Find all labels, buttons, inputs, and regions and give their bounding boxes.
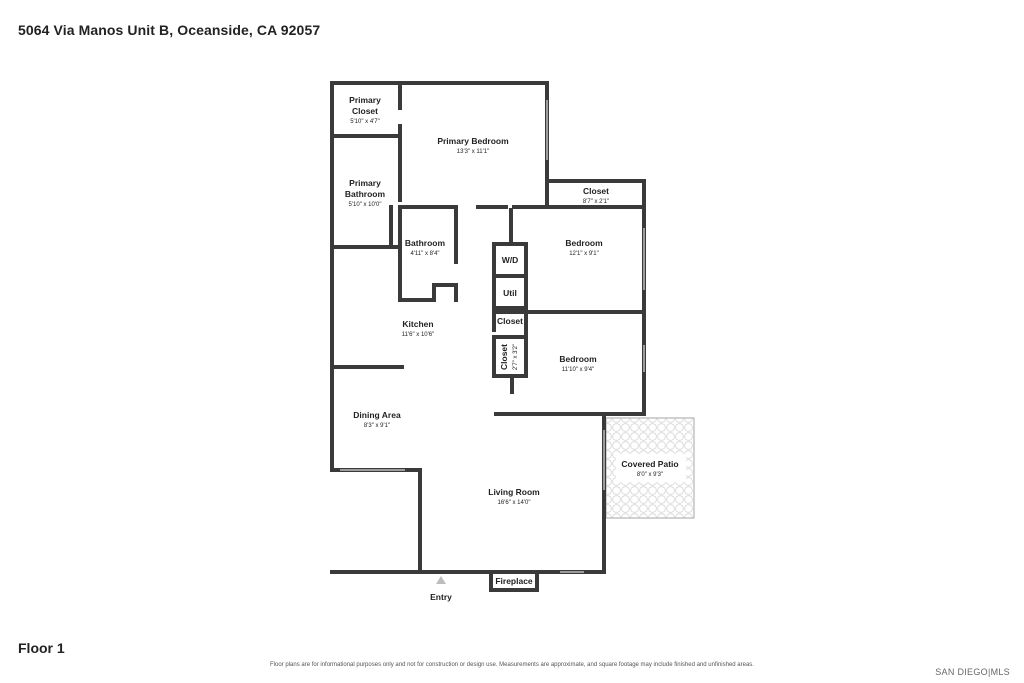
living-room-dims: 16'6" x 14'0" (498, 500, 531, 506)
mls-logo: SAN DIEGO|MLS (935, 667, 1010, 677)
address-title: 5064 Via Manos Unit B, Oceanside, CA 920… (18, 22, 321, 38)
fireplace-name: Fireplace (495, 576, 533, 586)
bathroom-dims: 4'11" x 8'4" (410, 251, 439, 257)
closet-small-dims: 2'7" x 3'2" (513, 344, 519, 370)
primary-closet-dims: 5'10" x 4'7" (350, 119, 380, 125)
closet-top-name: Closet (583, 186, 609, 196)
primary-bathroom-name-2: Bathroom (345, 189, 386, 199)
primary-bedroom-dims: 13'3" x 11'1" (457, 149, 489, 155)
kitchen-name: Kitchen (402, 319, 433, 329)
closet-small-name: Closet (499, 344, 509, 370)
bathroom-name: Bathroom (405, 238, 446, 248)
windows (340, 100, 645, 573)
util-name: Util (503, 288, 517, 298)
entry-name: Entry (430, 592, 452, 602)
living-room-name: Living Room (488, 487, 540, 497)
bedroom-lower-dims: 11'10" x 9'4" (562, 367, 594, 373)
covered-patio-name: Covered Patio (621, 459, 678, 469)
bedroom-upper-dims: 12'1" x 9'1" (569, 251, 599, 257)
primary-bedroom-name: Primary Bedroom (437, 136, 509, 146)
dining-area-name: Dining Area (353, 410, 401, 420)
primary-bathroom-name-1: Primary (349, 178, 381, 188)
bedroom-lower-name: Bedroom (559, 354, 597, 364)
primary-closet-name-1: Primary (349, 95, 381, 105)
primary-closet-name-2: Closet (352, 106, 378, 116)
disclaimer-text: Floor plans are for informational purpos… (270, 662, 754, 668)
dining-area-dims: 8'3" x 9'1" (364, 423, 390, 429)
entry-arrow-icon (436, 576, 446, 584)
covered-patio-dims: 8'0" x 9'3" (637, 472, 663, 478)
floor-label: Floor 1 (18, 640, 65, 656)
bedroom-upper-name: Bedroom (565, 238, 603, 248)
wd-name: W/D (502, 255, 519, 265)
closet-mid-name: Closet (497, 316, 523, 326)
primary-bathroom-dims: 5'10" x 10'0" (349, 202, 382, 208)
kitchen-dims: 11'6" x 10'6" (402, 332, 434, 338)
closet-top-dims: 8'7" x 2'1" (583, 199, 609, 205)
walls (330, 81, 646, 592)
covered-patio (605, 417, 695, 519)
